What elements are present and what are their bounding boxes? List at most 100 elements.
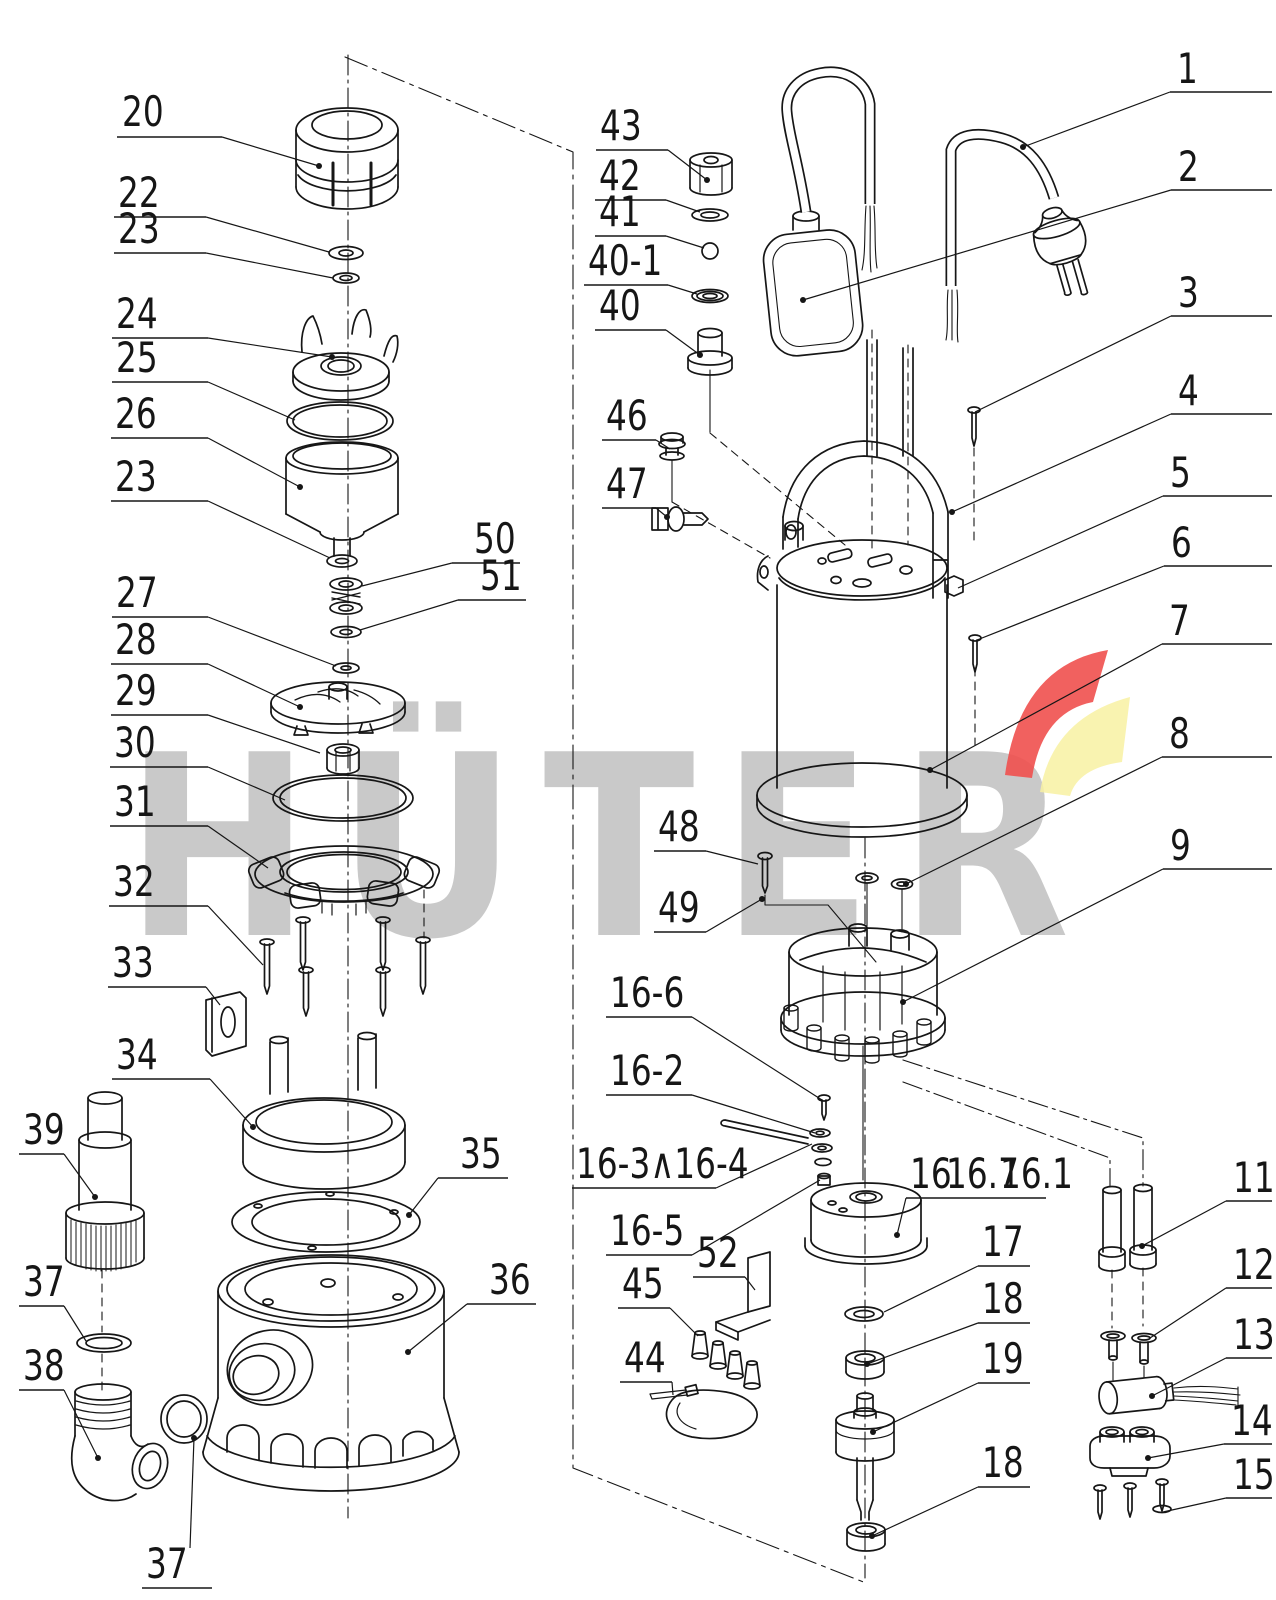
leader-line — [207, 500, 331, 559]
part-label: 44 — [624, 1333, 666, 1382]
leader-line — [905, 756, 1163, 885]
part-label: 19 — [982, 1334, 1024, 1383]
part-label: 12 — [1233, 1240, 1275, 1289]
float-cable — [781, 66, 878, 457]
leader-dot — [1149, 1393, 1155, 1399]
part-label: 6 — [1171, 518, 1192, 567]
part-label: 22 — [118, 168, 160, 217]
washers-8 — [855, 872, 914, 933]
leader-line — [691, 1094, 816, 1134]
leader-line — [1149, 1287, 1227, 1339]
washer-23b — [326, 554, 358, 568]
part-label: 43 — [600, 101, 642, 150]
wire-49 — [764, 894, 877, 963]
leader-line — [1022, 91, 1171, 148]
part-label: 14 — [1231, 1396, 1273, 1445]
washer-42 — [691, 208, 729, 222]
leader-line — [665, 235, 705, 249]
leader-line — [63, 1389, 99, 1459]
leader-line — [207, 337, 333, 358]
cap-20 — [295, 107, 399, 210]
gasket-35 — [231, 1191, 421, 1253]
leader-line — [705, 850, 759, 865]
part-label: 50 — [474, 514, 516, 563]
part-label: 3 — [1178, 268, 1199, 317]
leader-line — [209, 1078, 254, 1128]
leader-line — [929, 643, 1163, 771]
part-label: 5 — [1170, 448, 1191, 497]
hose-adapter-39 — [65, 1091, 145, 1272]
leader-dot — [870, 1429, 876, 1435]
part-label: 52 — [697, 1228, 739, 1277]
screw-48 — [757, 851, 773, 894]
fitting-47 — [651, 506, 709, 532]
leader-line — [655, 439, 671, 450]
leader-dot — [95, 1455, 101, 1461]
part-label: 33 — [112, 938, 154, 987]
part-label: 31 — [114, 777, 156, 826]
screws-15 — [1093, 1478, 1172, 1520]
valve-seat-40 — [687, 327, 733, 376]
leader-dot — [697, 352, 703, 358]
capacitor-13 — [1098, 1375, 1241, 1415]
part-label: 37 — [146, 1539, 188, 1588]
part-label: 46 — [606, 391, 648, 440]
part-label: 16-3∧16-4 — [576, 1139, 749, 1188]
leader-line — [359, 599, 459, 631]
leader-dot — [316, 163, 322, 169]
leader-line — [408, 1177, 439, 1216]
washer-40-1 — [691, 288, 729, 304]
part-label: 24 — [116, 289, 158, 338]
part-label: 40-1 — [588, 236, 662, 285]
part-label: 29 — [115, 666, 157, 715]
part-label: 25 — [116, 333, 158, 382]
power-cord-1 — [902, 129, 1060, 457]
leader-line — [872, 1382, 979, 1433]
part-label: 48 — [658, 802, 700, 851]
part-label: 51 — [480, 551, 522, 600]
part-label: 16.7 — [946, 1149, 1019, 1198]
parts-16-3-16-4 — [811, 1143, 833, 1167]
leader-line — [207, 714, 321, 754]
part-label: 16-6 — [610, 968, 684, 1017]
part-label: 4 — [1178, 366, 1199, 415]
leader-dot — [869, 1533, 875, 1539]
part-label: 9 — [1170, 821, 1191, 870]
rotor-19 — [835, 1392, 895, 1521]
leader-line — [221, 136, 320, 167]
part-label: 8 — [1169, 709, 1190, 758]
leader-dot — [297, 484, 303, 490]
leader-line — [951, 413, 1172, 513]
leader-line — [1151, 1357, 1227, 1397]
bracket-52 — [715, 1251, 771, 1341]
leader-line — [802, 189, 1172, 301]
leader-dot — [406, 1212, 412, 1218]
cover-16 — [804, 1182, 928, 1265]
part-label: 13 — [1233, 1310, 1275, 1359]
part-16-5 — [817, 1172, 831, 1186]
leader-line — [1141, 1200, 1227, 1247]
support-ring-34 — [242, 1031, 406, 1190]
leader-dot — [297, 704, 303, 710]
leader-line — [691, 1179, 821, 1256]
nut-43 — [689, 152, 733, 196]
part-label: 27 — [116, 568, 158, 617]
ball-41 — [701, 242, 719, 260]
part-label: 7 — [1169, 596, 1190, 645]
part-label: 28 — [115, 615, 157, 664]
leader-dot — [927, 767, 933, 773]
o-ring-25 — [286, 401, 394, 441]
part-label: 16.1 — [1000, 1149, 1073, 1198]
leader-line — [866, 1322, 979, 1365]
part-label: 38 — [23, 1341, 65, 1390]
part-label: 16 — [910, 1149, 952, 1198]
leader-line — [744, 1276, 756, 1291]
leader-line — [207, 905, 264, 966]
part-label: 23 — [118, 204, 160, 253]
leader-dot — [949, 509, 955, 515]
leader-dot — [329, 354, 335, 360]
part-label: 23 — [115, 452, 157, 501]
